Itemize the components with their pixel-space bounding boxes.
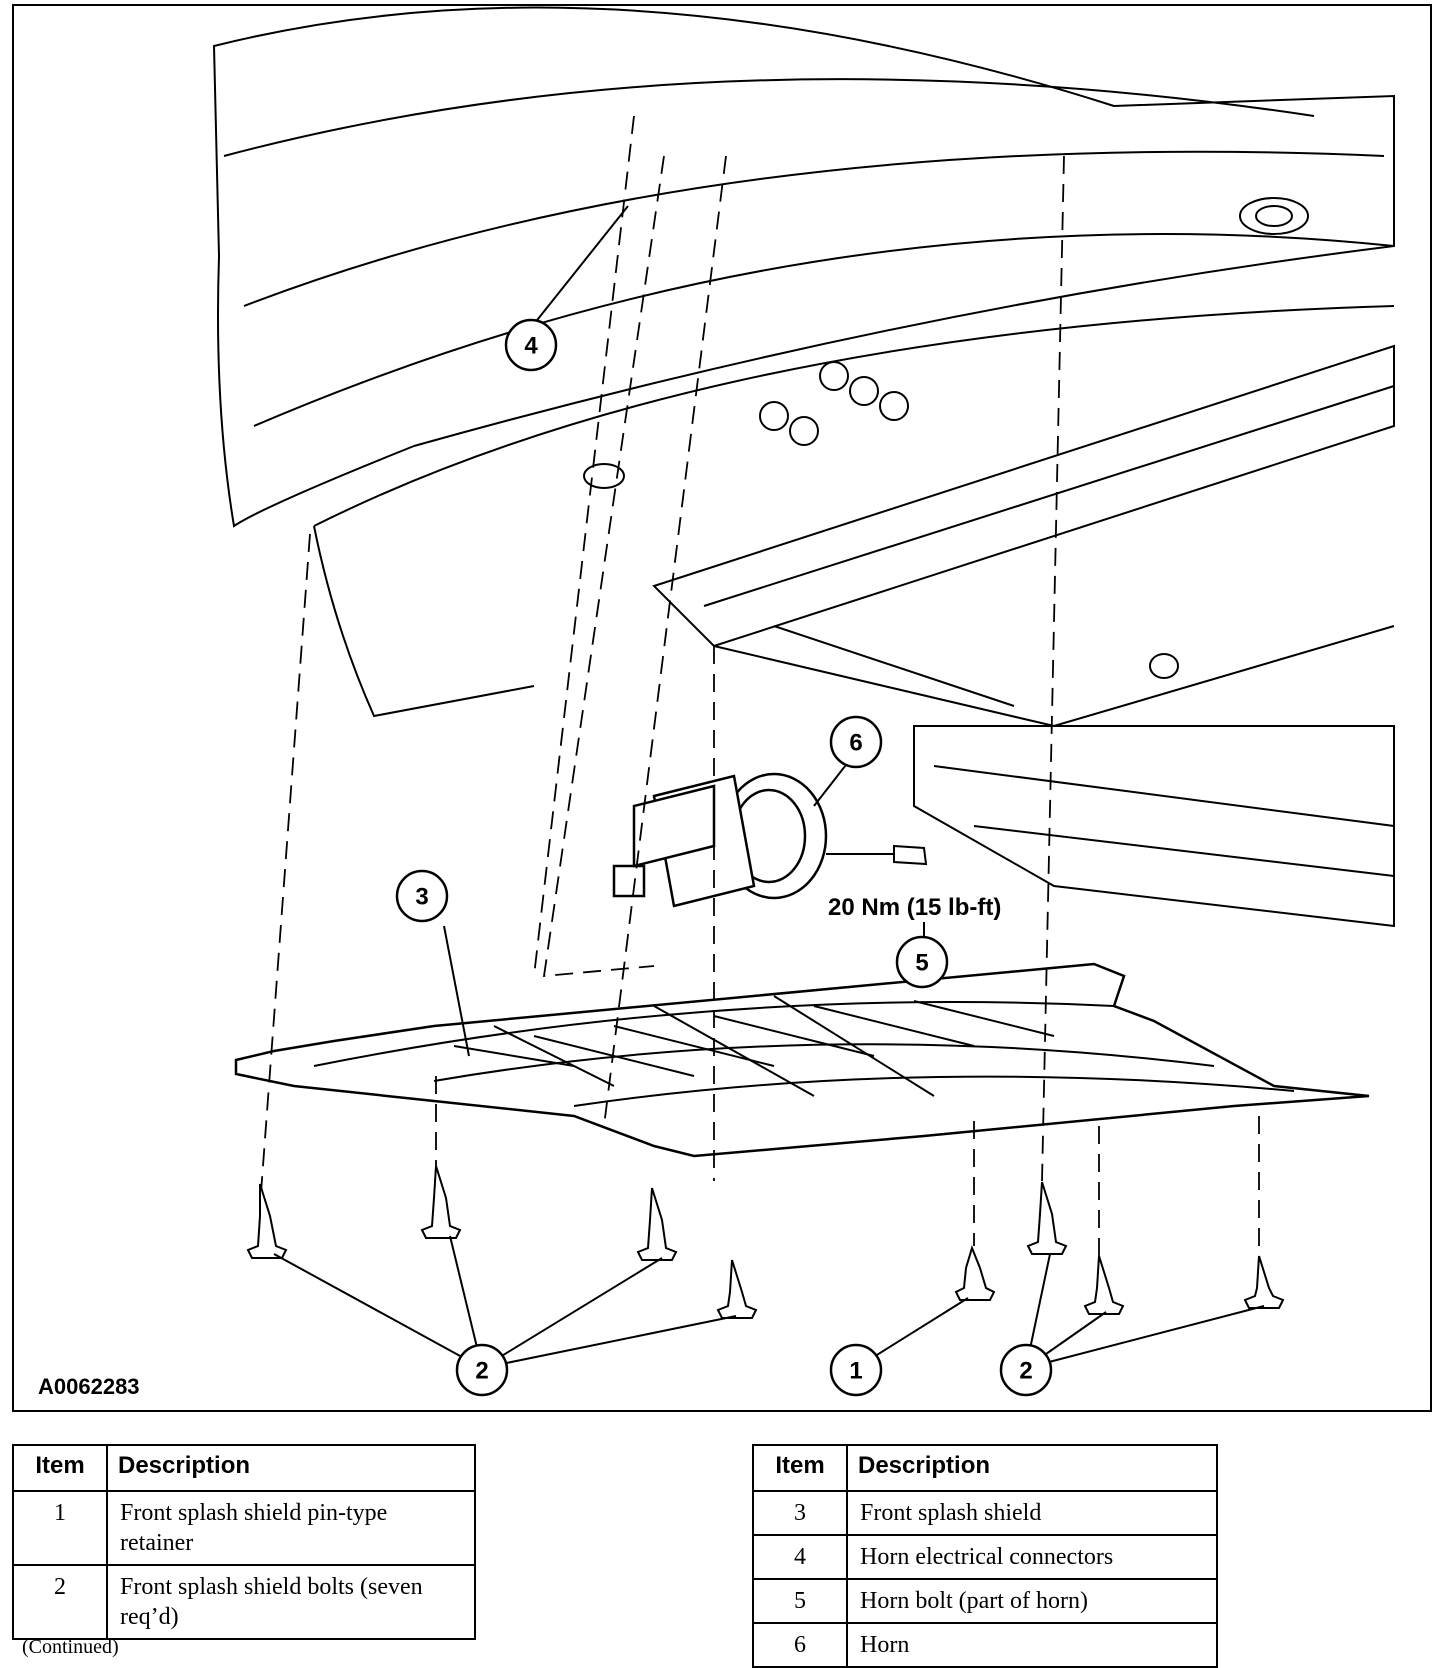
callout-2: 2 <box>475 1358 488 1385</box>
item-description: Horn <box>846 1622 1218 1668</box>
callout-6: 6 <box>849 730 862 757</box>
table-row: 2 Front splash shield bolts (seven req’d… <box>12 1564 476 1640</box>
continued-note: (Continued) <box>22 1636 119 1658</box>
diagram-drawing: 1 2 2 3 4 5 6 <box>212 6 1395 1397</box>
item-number: 6 <box>752 1622 848 1668</box>
item-description: Front splash shield <box>846 1490 1218 1536</box>
horn <box>612 772 828 908</box>
callout-1: 1 <box>849 1358 862 1385</box>
description-header: Description <box>106 1444 476 1492</box>
item-description: Horn electrical connectors <box>846 1534 1218 1580</box>
callout-3: 3 <box>415 884 428 911</box>
callout-circle-6 <box>829 715 883 769</box>
front-splash-shield <box>234 962 1370 1158</box>
callout-circle-3 <box>395 869 449 923</box>
callout-2: 2 <box>1019 1358 1032 1385</box>
item-header: Item <box>752 1444 848 1492</box>
table-row: 4 Horn electrical connectors <box>752 1534 1218 1580</box>
figure-id: A0062283 <box>38 1374 140 1399</box>
item-description: Front splash shield pin-type retainer <box>106 1490 476 1566</box>
table-row: 1 Front splash shield pin-type retainer <box>12 1490 476 1566</box>
item-number: 4 <box>752 1534 848 1580</box>
subframe <box>652 344 1395 648</box>
fastener-bolts <box>246 1165 1285 1319</box>
item-number: 3 <box>752 1490 848 1536</box>
callout-circle-4 <box>504 318 558 372</box>
legend-table-left: Item Description 1 Front splash shield p… <box>12 1444 476 1640</box>
table-row: 5 Horn bolt (part of horn) <box>752 1578 1218 1624</box>
bumper-fascia <box>212 6 1395 528</box>
callout-circle-1 <box>829 1343 883 1397</box>
callout-circle-5 <box>895 935 949 989</box>
item-description: Front splash shield bolts (seven req’d) <box>106 1564 476 1640</box>
item-number: 1 <box>12 1490 108 1566</box>
callout-5: 5 <box>915 950 928 977</box>
table-row: 3 Front splash shield <box>752 1490 1218 1536</box>
exploded-diagram: 1 2 2 3 4 5 6 20 Nm (15 lb-ft) A0062283 <box>12 4 1432 1412</box>
torque-label: 20 Nm (15 lb-ft) <box>826 894 1004 922</box>
item-description: Horn bolt (part of horn) <box>846 1578 1218 1624</box>
table-row: 6 Horn <box>752 1622 1218 1668</box>
legend-table-right: Item Description 3 Front splash shield 4… <box>752 1444 1218 1668</box>
callout-4: 4 <box>524 333 538 360</box>
horn-bolt <box>893 844 928 866</box>
callout-circle-2a <box>455 1343 509 1397</box>
item-header: Item <box>12 1444 108 1492</box>
item-number: 5 <box>752 1578 848 1624</box>
description-header: Description <box>846 1444 1218 1492</box>
callout-circle-2b <box>999 1343 1053 1397</box>
item-number: 2 <box>12 1564 108 1640</box>
